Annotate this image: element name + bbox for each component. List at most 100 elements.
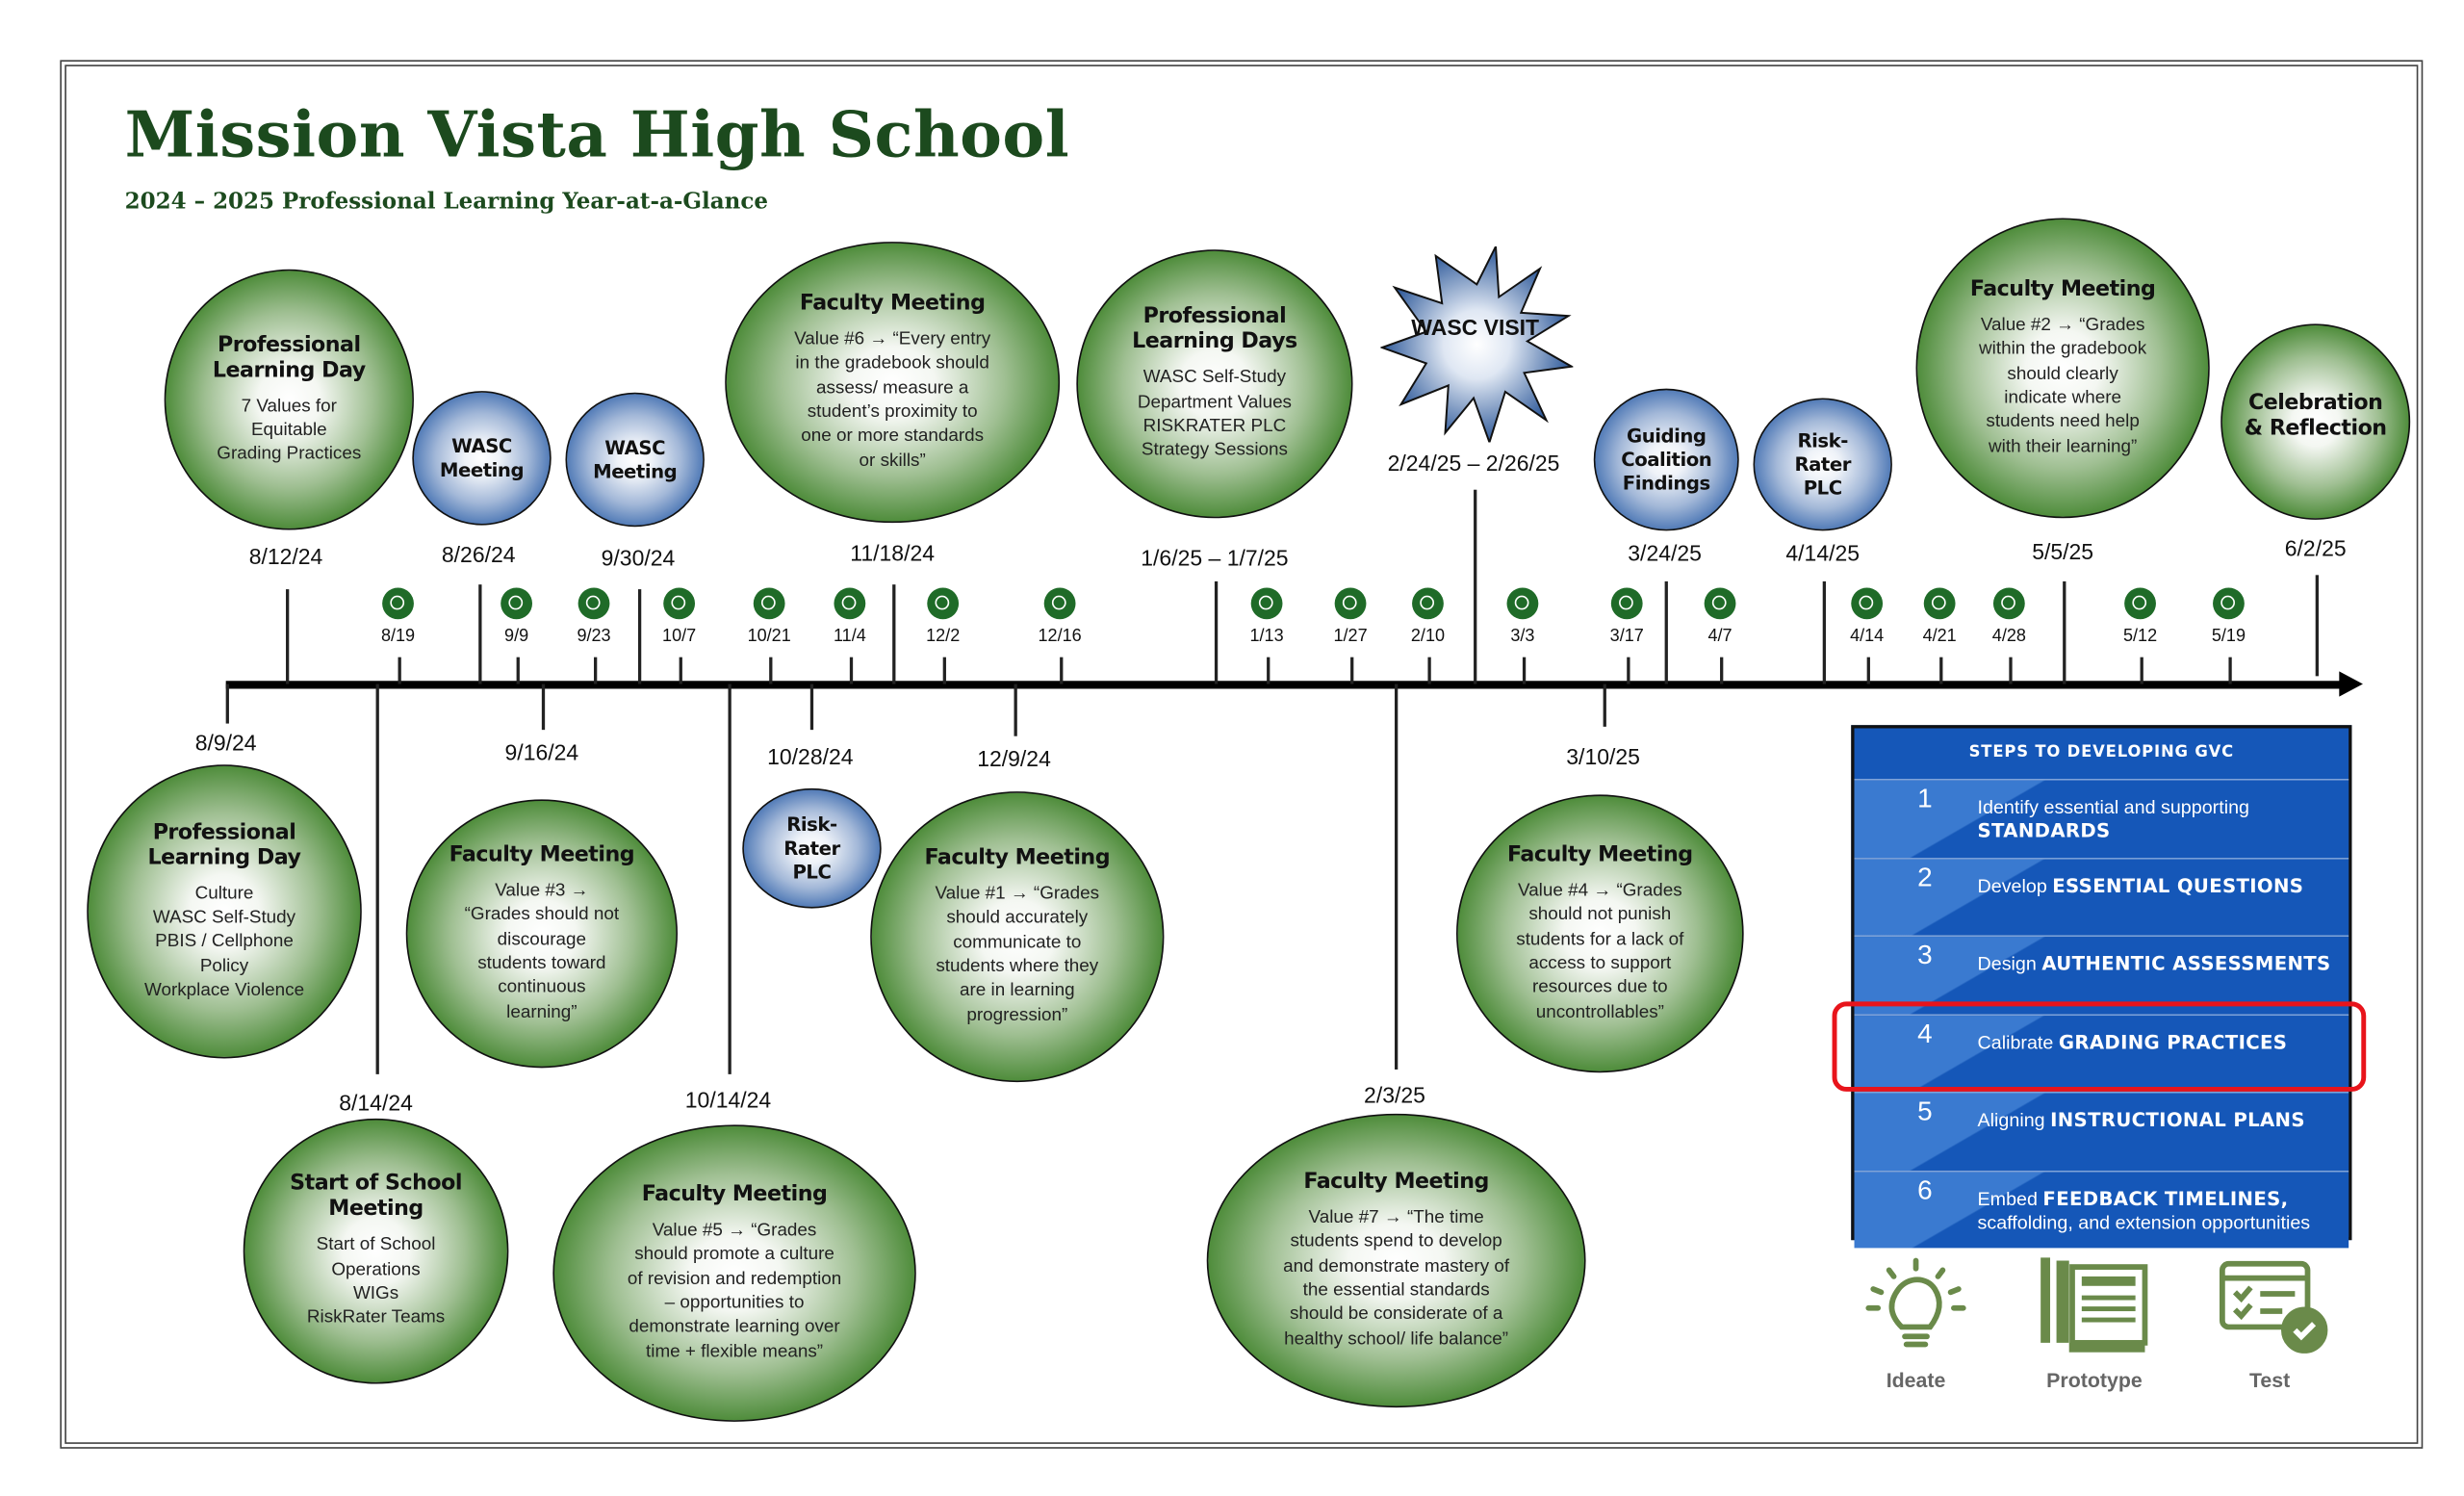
event-connector-line — [637, 589, 641, 684]
lightbulb-icon — [1865, 1257, 1966, 1348]
event-connector-line — [541, 684, 545, 731]
event-detail-line: indicate where — [2004, 388, 2121, 408]
weekly-marker-tick — [594, 657, 597, 684]
weekly-marker-ring-icon — [1334, 587, 1367, 620]
event-title: WASC Meeting — [593, 435, 678, 482]
design-icon-label: Test — [2248, 1368, 2291, 1392]
gvc-step-row: 2 Develop ESSENTIAL QUESTIONS — [1854, 858, 2349, 938]
event-detail-line: should promote a culture — [634, 1245, 834, 1265]
event-detail-line: assess/ measure a — [815, 378, 969, 399]
weekly-marker-ring-icon — [382, 587, 414, 620]
weekly-marker-tick — [1866, 657, 1870, 684]
event-detail-line: Start of School — [316, 1235, 436, 1255]
event-date: 6/2/25 — [2284, 535, 2347, 561]
event-detail-line: are in learning — [959, 981, 1075, 1001]
event-detail-line: uncontrollables” — [1535, 1002, 1664, 1022]
gvc-step-keyword: STANDARDS — [1977, 819, 2111, 842]
event-title: Faculty Meeting — [1969, 276, 2156, 302]
event-date: 5/5/25 — [2032, 538, 2094, 564]
weekly-marker-ring-icon — [1506, 587, 1539, 620]
page-title: Mission Vista High School — [124, 97, 1070, 172]
weekly-marker-date: 4/28 — [1991, 627, 2026, 647]
gvc-step-prefix: Embed — [1977, 1187, 2038, 1210]
event-date: 1/6/25 – 1/7/25 — [1141, 545, 1289, 571]
gvc-step-number: 2 — [1917, 862, 1933, 892]
weekly-marker-date: 3/3 — [1510, 627, 1535, 647]
design-icon-label: Ideate — [1886, 1368, 1946, 1392]
event-detail-line: PBIS / Cellphone — [155, 932, 294, 952]
gvc-heading: STEPS TO DEVELOPING GVC — [1854, 729, 2349, 781]
weekly-marker-tick — [2228, 657, 2231, 684]
event-detail-line: access to support — [1528, 954, 1672, 973]
event-title: WASC Meeting — [439, 434, 525, 480]
event-detail-line: of revision and redemption — [627, 1269, 842, 1289]
event-detail-line: 7 Values for — [241, 396, 337, 416]
gvc-step-prefix: Develop — [1977, 874, 2047, 897]
event-detail-line: students where they — [936, 957, 1099, 977]
event-title: Faculty Meeting — [799, 291, 986, 317]
event-detail-line: progression” — [966, 1005, 1068, 1025]
event-detail-line: healthy school/ life balance” — [1284, 1329, 1509, 1349]
gvc-step-suffix: scaffolding, and extension opportunities — [1977, 1210, 2311, 1233]
gvc-step-keyword: FEEDBACK TIMELINES, — [2042, 1187, 2289, 1210]
event-detail-line: students toward — [477, 954, 606, 973]
event-detail-line: with their learning” — [1989, 436, 2138, 456]
event-detail-line: Department Values — [1137, 393, 1293, 412]
weekly-marker-tick — [1060, 657, 1063, 684]
gvc-step-prefix: Identify essential and supporting — [1977, 796, 2249, 819]
event-detail-line: WASC Self-Study — [152, 908, 296, 928]
weekly-marker-tick — [769, 657, 772, 684]
weekly-marker-ring-icon — [1250, 587, 1283, 620]
weekly-marker-tick — [516, 657, 520, 684]
weekly-marker-ring-icon — [500, 587, 533, 620]
design-icon-label: Prototype — [2046, 1368, 2143, 1392]
event-detail-line: RiskRater Teams — [306, 1308, 446, 1328]
event-date: 8/26/24 — [441, 541, 516, 568]
event-title: Professional Learning Day — [147, 819, 301, 870]
event-title: Faculty Meeting — [641, 1181, 828, 1207]
event-detail-line: Value #2 → “Grades — [1980, 316, 2145, 336]
gvc-step-number: 6 — [1917, 1174, 1933, 1205]
weekly-marker-ring-icon — [834, 587, 866, 620]
event-connector-line — [375, 684, 379, 1074]
weekly-marker-date: 11/4 — [833, 627, 866, 647]
event-title: Faculty Meeting — [1507, 841, 1693, 868]
weekly-marker-tick — [1627, 657, 1630, 684]
gvc-step-text: Aligning INSTRUCTIONAL PLANS — [1978, 1109, 2337, 1133]
weekly-marker-ring-icon — [1923, 587, 1956, 620]
weekly-marker-date: 5/12 — [2122, 627, 2158, 647]
event-date: 11/18/24 — [850, 540, 936, 566]
event-date: 8/9/24 — [194, 730, 257, 756]
event-detail-line: students for a lack of — [1516, 930, 1684, 949]
event-title: Risk-Rater PLC — [783, 812, 840, 883]
event-bubble: Risk-Rater PLC — [742, 787, 882, 909]
event-connector-line — [1664, 580, 1668, 684]
event-detail-line: “Grades should not — [464, 905, 620, 925]
event-bubble: Celebration & Reflection — [2220, 323, 2411, 520]
weekly-marker-date: 10/21 — [747, 627, 791, 647]
weekly-marker-tick — [849, 657, 853, 684]
event-bubble: WASC Meeting — [565, 392, 705, 528]
event-connector-line — [286, 589, 289, 684]
event-connector-line — [2063, 580, 2066, 684]
event-connector-line — [478, 584, 481, 684]
gvc-step-number: 3 — [1917, 940, 1933, 970]
weekly-marker-date: 2/10 — [1410, 627, 1446, 647]
event-detail-line: students spend to develop — [1290, 1232, 1502, 1252]
event-detail-line: Culture — [194, 884, 254, 904]
event-connector-line — [1214, 580, 1218, 684]
timeline-arrow-icon — [2339, 671, 2363, 697]
gvc-step-keyword: ESSENTIAL QUESTIONS — [2052, 874, 2304, 897]
event-detail-line: communicate to — [953, 933, 1082, 953]
weekly-marker-tick — [1267, 657, 1270, 684]
gvc-step-prefix: Design — [1977, 952, 2037, 975]
timeline-axis — [225, 681, 2343, 689]
event-detail-line: Value #4 → “Grades — [1518, 881, 1682, 901]
event-detail-line: Value #7 → “The time — [1308, 1208, 1484, 1228]
weekly-marker-tick — [2009, 657, 2012, 684]
weekly-marker-tick — [1720, 657, 1723, 684]
